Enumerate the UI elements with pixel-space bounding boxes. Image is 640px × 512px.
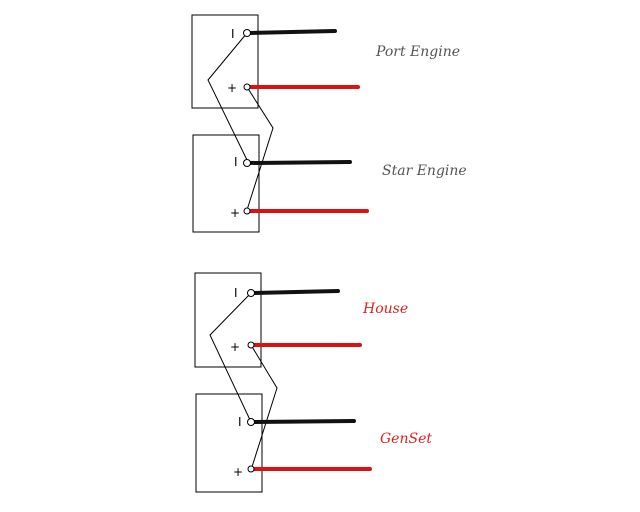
house-battery (194, 272, 262, 368)
genset-positive-terminal (247, 465, 255, 473)
engine-negative-jumper (207, 32, 248, 161)
house-negative-wire (250, 289, 340, 295)
house-negative-symbol: I (234, 286, 238, 300)
star-engine-positive-terminal (243, 207, 251, 215)
star-engine-label: Star Engine (382, 163, 467, 179)
house-positive-terminal (247, 341, 255, 349)
engine-battery-bank: I + Port Engine I + Star Engine (191, 14, 467, 233)
house-negative-terminal (247, 289, 255, 297)
star-engine-negative-terminal (243, 159, 251, 167)
house-negative-jumper (209, 292, 252, 423)
star-engine-negative-symbol: I (234, 155, 238, 169)
star-engine-battery (192, 134, 260, 233)
genset-negative-wire (250, 419, 356, 424)
genset-label: GenSet (380, 431, 432, 447)
genset-negative-terminal (247, 418, 255, 426)
star-engine-positive-symbol: + (230, 206, 240, 220)
engine-positive-jumper (246, 86, 274, 211)
house-battery-bank: I + House I + GenSet (194, 272, 432, 493)
house-positive-jumper (250, 344, 278, 471)
port-engine-positive-symbol: + (227, 81, 237, 95)
genset-negative-symbol: I (238, 415, 242, 429)
genset-positive-symbol: + (233, 465, 243, 479)
genset-battery (195, 393, 263, 493)
port-engine-negative-symbol: I (231, 27, 235, 41)
port-engine-label: Port Engine (375, 44, 460, 60)
star-engine-negative-wire (246, 160, 352, 165)
port-engine-negative-wire (246, 29, 337, 35)
house-label: House (362, 301, 408, 317)
port-engine-positive-terminal (243, 83, 251, 91)
port-engine-battery (191, 14, 259, 109)
port-engine-negative-terminal (243, 29, 251, 37)
house-positive-symbol: + (230, 340, 240, 354)
